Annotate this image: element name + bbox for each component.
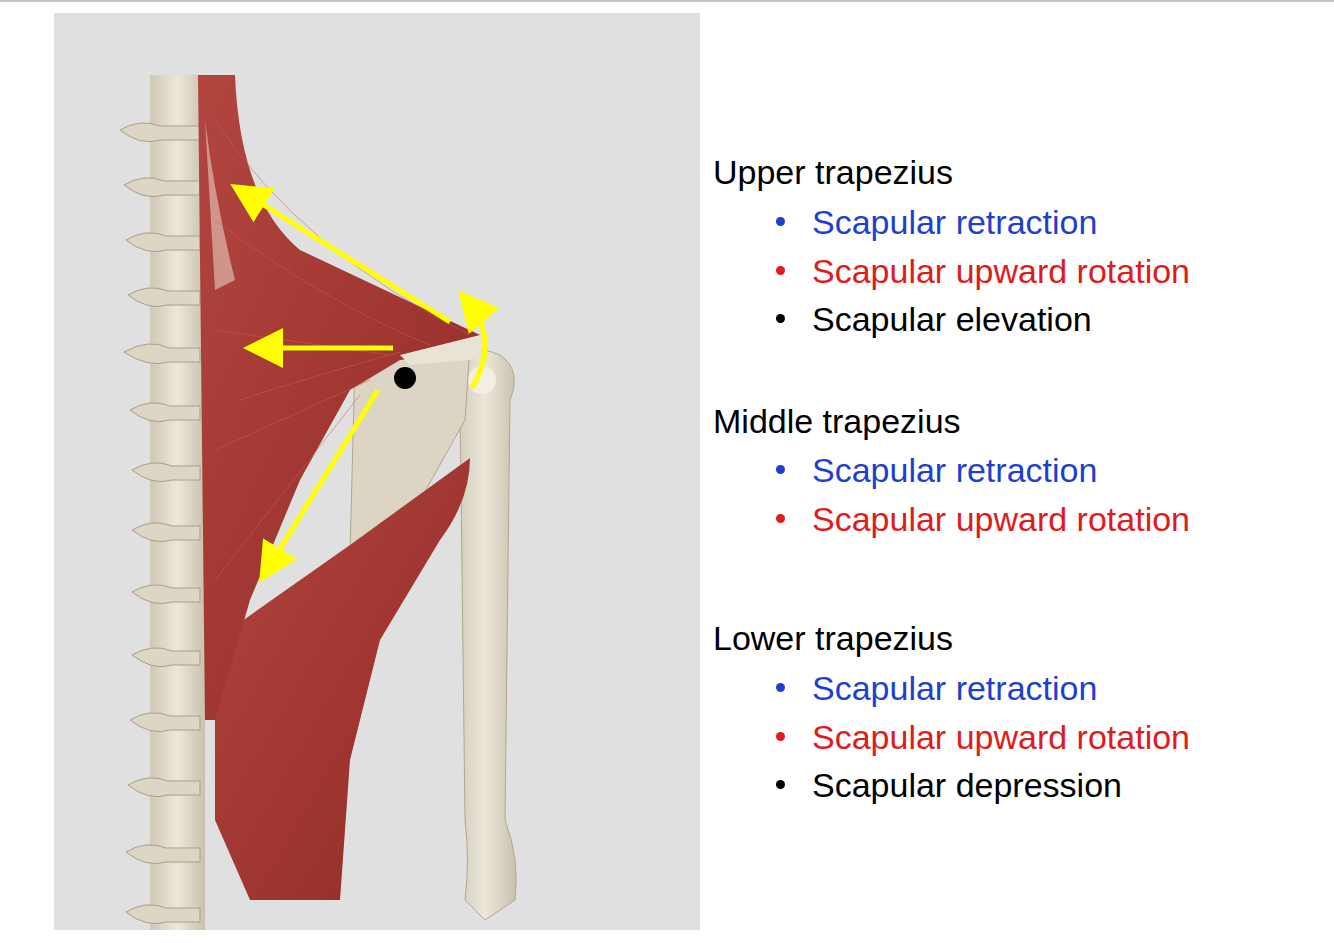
bullet-dot — [776, 314, 785, 323]
action-item: Scapular upward rotation — [812, 499, 1190, 539]
humerus — [453, 350, 516, 920]
spine — [120, 75, 205, 930]
bullet-dot — [776, 780, 785, 789]
muscle-heading: Middle trapezius — [713, 401, 961, 441]
action-item: Scapular retraction — [812, 202, 1097, 242]
action-item: Scapular upward rotation — [812, 717, 1190, 757]
bullet-dot — [776, 217, 785, 226]
muscle-heading: Lower trapezius — [713, 618, 953, 658]
trapezius-muscle — [198, 75, 483, 720]
action-item: Scapular upward rotation — [812, 251, 1190, 291]
bullet-dot — [776, 683, 785, 692]
muscle-heading: Upper trapezius — [713, 152, 953, 192]
action-item: Scapular depression — [812, 765, 1122, 805]
background-panel — [54, 13, 700, 930]
action-item: Scapular elevation — [812, 299, 1092, 339]
bullet-dot — [776, 514, 785, 523]
top-rule — [0, 1, 1334, 2]
action-item: Scapular retraction — [812, 450, 1097, 490]
action-item: Scapular retraction — [812, 668, 1097, 708]
bullet-dot — [776, 732, 785, 741]
bullet-dot — [776, 465, 785, 474]
bullet-dot — [776, 266, 785, 275]
rotation-axis-dot — [394, 367, 416, 389]
force-arrows — [243, 192, 485, 570]
